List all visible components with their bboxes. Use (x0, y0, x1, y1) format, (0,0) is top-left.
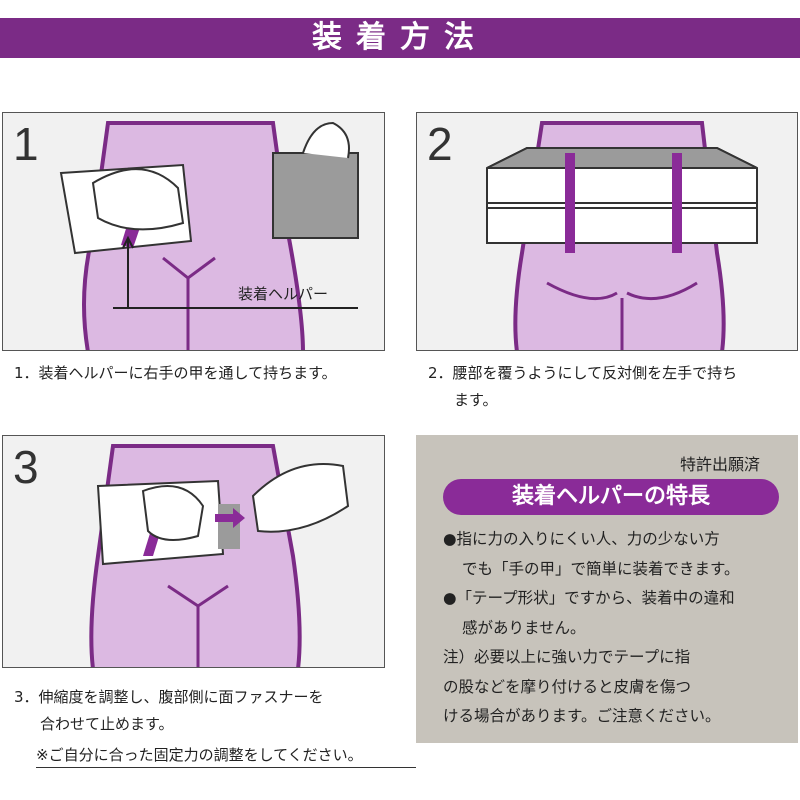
step-3-illustration: 3 (2, 435, 385, 668)
caution-note: の股などを摩り付けると皮膚を傷つ (443, 677, 692, 696)
step-2-illustration: 2 (416, 112, 798, 351)
caption-line: 3．伸縮度を調整し、腹部側に面ファスナーを (14, 688, 324, 706)
caution-note: ける場合があります。ご注意ください。 (443, 707, 721, 725)
feature-bullet: ●「テープ形状」ですから、装着中の違和 (443, 589, 735, 607)
step-1-illustration: 1 装着ヘルパー (2, 112, 385, 351)
step-3-drawing (89, 444, 350, 667)
features-box: 特許出願済 装着ヘルパーの特長 ●指に力の入りにくい人、力の少ない方 でも「手の… (416, 435, 798, 743)
page-title: 装着方法 (0, 18, 800, 58)
helper-label: 装着ヘルパー (238, 285, 329, 303)
step-number: 3 (13, 441, 39, 493)
step-3-caption: 3．伸縮度を調整し、腹部側に面ファスナーを 合わせて止めます。 (14, 684, 324, 738)
caption-line: 2．腰部を覆うようにして反対側を左手で持ち (428, 364, 738, 382)
caution-note: 注）必要以上に強い力でテープに指 (443, 648, 691, 666)
patent-pending: 特許出願済 (679, 455, 760, 474)
feature-bullet-cont: 感がありません。 (462, 618, 586, 637)
caption-line: ます。 (454, 391, 498, 409)
features-title: 装着ヘルパーの特長 (443, 479, 779, 515)
adjustment-note: ※ご自分に合った固定力の調整をしてください。 (36, 744, 416, 768)
step-number: 2 (427, 118, 453, 170)
caption-line: 合わせて止めます。 (40, 715, 174, 733)
step-number: 1 (13, 118, 39, 170)
feature-bullet: ●指に力の入りにくい人、力の少ない方 (443, 530, 720, 548)
step-1-caption: 1．装着ヘルパーに右手の甲を通して持ちます。 (14, 364, 337, 382)
feature-bullet-cont: でも「手の甲」で簡単に装着できます。 (462, 559, 740, 578)
step-2-drawing (486, 121, 758, 350)
step-2-caption: 2．腰部を覆うようにして反対側を左手で持ち ます。 (428, 360, 737, 414)
step-1-drawing (59, 121, 359, 350)
features-list: ●指に力の入りにくい人、力の少ない方 でも「手の甲」で簡単に装着できます。 ●「… (443, 525, 788, 732)
